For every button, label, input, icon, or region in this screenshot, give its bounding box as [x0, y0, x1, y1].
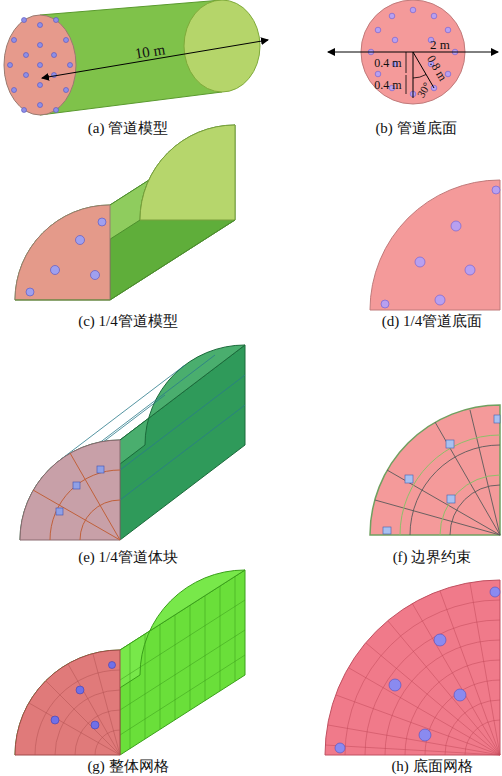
panel-caption: (h) 底面网格: [391, 759, 472, 774]
boundary-constraint-face: [370, 405, 500, 535]
panel-caption: (e) 1/4管道体块: [78, 550, 178, 565]
pipe-model: [4, 0, 268, 115]
quarter-bottom-face: [370, 180, 500, 310]
pipe-bottom-face: [328, 0, 498, 104]
panel-caption: (f) 边界约束: [393, 550, 472, 565]
dimension-label: 2 m: [430, 38, 450, 51]
quarter-pipe-model: [15, 125, 235, 300]
overall-mesh: [15, 570, 245, 755]
dimension-label: 0.4 m: [374, 79, 401, 91]
panel-caption: (a) 管道模型: [88, 121, 168, 136]
bottom-mesh: [325, 580, 500, 755]
quarter-pipe-blocks: [20, 345, 245, 540]
panel-caption: (c) 1/4管道模型: [78, 314, 178, 329]
panel-caption: (g) 整体网格: [87, 759, 168, 774]
panel-caption: (d) 1/4管道底面: [382, 314, 482, 329]
dimension-label: 0.4 m: [374, 57, 401, 69]
panel-caption: (b) 管道底面: [375, 121, 456, 136]
